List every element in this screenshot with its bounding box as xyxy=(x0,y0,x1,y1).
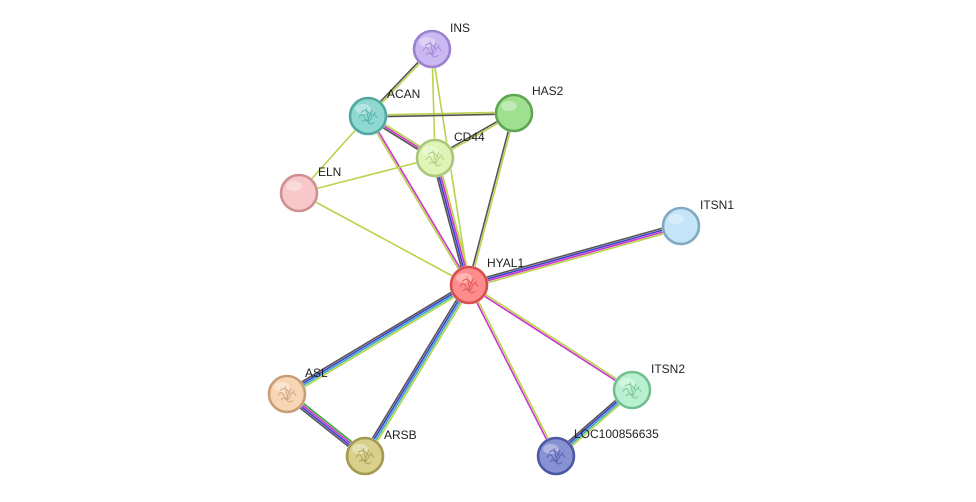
edge-line xyxy=(469,227,682,289)
node-circle[interactable] xyxy=(661,206,701,246)
node-highlight xyxy=(668,214,684,224)
node-itsn1[interactable]: ITSN1 xyxy=(661,198,735,246)
edge-line xyxy=(367,111,514,116)
edge-line xyxy=(287,285,470,396)
edge-line xyxy=(288,286,471,398)
edge-line xyxy=(469,284,558,456)
edge-line xyxy=(286,283,469,394)
edge-line xyxy=(468,224,681,285)
edge-hyal1-loc100856635 xyxy=(467,284,558,457)
node-has2[interactable]: HAS2 xyxy=(494,84,564,133)
node-label: LOC100856635 xyxy=(574,427,659,441)
edge-line xyxy=(467,285,556,457)
edge-line xyxy=(467,112,514,285)
edge-hyal1-itsn2 xyxy=(468,283,633,392)
edge-line xyxy=(366,286,473,458)
edge-line xyxy=(436,157,473,285)
node-label: HYAL1 xyxy=(487,256,524,270)
node-highlight xyxy=(501,101,517,111)
protein-structure-icon xyxy=(355,447,375,465)
edge-has2-hyal1 xyxy=(467,112,516,286)
edge-line xyxy=(435,157,471,285)
node-highlight xyxy=(286,181,302,191)
edge-line xyxy=(469,113,516,286)
node-ins[interactable]: INS xyxy=(412,21,471,69)
node-loc100856635[interactable]: LOC100856635 xyxy=(536,427,660,476)
protein-structure-icon xyxy=(422,40,442,58)
node-label: ITSN1 xyxy=(700,198,734,212)
node-label: HAS2 xyxy=(532,84,564,98)
edge-eln-hyal1 xyxy=(298,192,470,286)
edge-line xyxy=(366,116,469,286)
node-circle[interactable] xyxy=(494,93,534,133)
edge-line xyxy=(285,281,468,393)
node-label: ITSN2 xyxy=(651,362,685,376)
node-label: INS xyxy=(450,21,470,35)
edge-acan-hyal1 xyxy=(366,115,471,286)
node-label: ACAN xyxy=(387,87,420,101)
node-label: ARSB xyxy=(384,428,417,442)
edge-cd44-eln xyxy=(298,157,436,194)
node-arsb[interactable]: ARSB xyxy=(345,428,417,476)
protein-structure-icon xyxy=(425,149,445,167)
edge-line xyxy=(468,285,632,392)
edge-itsn1-hyal1 xyxy=(468,222,682,289)
edge-cd44-hyal1 xyxy=(431,157,473,286)
edge-line xyxy=(365,285,471,457)
edge-line xyxy=(361,283,468,455)
edge-line xyxy=(469,226,682,287)
node-asl[interactable]: ASL xyxy=(267,366,329,414)
node-label: ELN xyxy=(318,165,341,179)
protein-structure-icon xyxy=(622,381,642,399)
node-acan[interactable]: ACAN xyxy=(348,87,421,136)
edge-line xyxy=(363,284,469,456)
edge-hyal1-arsb xyxy=(361,283,473,458)
edge-line xyxy=(368,115,471,285)
protein-structure-icon xyxy=(277,385,297,403)
edge-line xyxy=(368,113,515,118)
node-label: CD44 xyxy=(454,130,485,144)
node-circle[interactable] xyxy=(279,173,319,213)
edge-line xyxy=(298,157,436,194)
node-itsn2[interactable]: ITSN2 xyxy=(612,362,686,410)
protein-structure-icon xyxy=(358,107,378,125)
edge-line xyxy=(431,158,468,286)
edge-acan-has2 xyxy=(367,111,515,118)
edge-line xyxy=(298,192,470,286)
edge-line xyxy=(469,283,633,390)
node-eln[interactable]: ELN xyxy=(279,165,342,213)
protein-structure-icon xyxy=(459,276,479,294)
protein-structure-icon xyxy=(546,447,566,465)
edge-hyal1-asl xyxy=(285,281,471,398)
node-label: ASL xyxy=(305,366,328,380)
edge-line xyxy=(468,222,681,284)
edge-line xyxy=(433,158,469,286)
node-hyal1[interactable]: HYAL1 xyxy=(449,256,525,305)
node-cd44[interactable]: CD44 xyxy=(415,130,486,178)
